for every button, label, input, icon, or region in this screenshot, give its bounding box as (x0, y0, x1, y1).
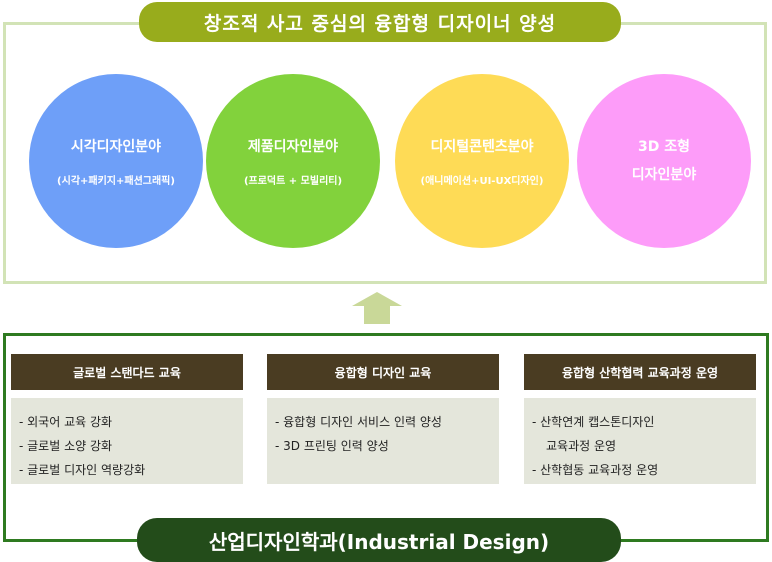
circle-label: 제품디자인분야 (247, 138, 339, 155)
circle-label: 디지털콘텐츠분야 (430, 138, 534, 155)
circle-sublabel: (프로덕트 + 모빌리티) (243, 175, 343, 187)
circle-label: 시각디자인분야 (70, 138, 162, 155)
column-body-industry: - 산학연계 캡스톤디자인 교육과정 운영 - 산학협동 교육과정 운영 (524, 398, 756, 484)
list-item: - 외국어 교육 강화 (19, 415, 113, 429)
up-arrow-icon (352, 292, 402, 324)
department-title: 산업디자인학과(Industrial Design) (137, 518, 621, 562)
list-item: 교육과정 운영 (546, 439, 617, 453)
list-item: - 산학협동 교육과정 운영 (532, 463, 659, 477)
top-title: 창조적 사고 중심의 융합형 디자이너 양성 (139, 2, 621, 42)
circle-product-design: 제품디자인분야 (프로덕트 + 모빌리티) (206, 74, 380, 248)
list-item: - 융합형 디자인 서비스 인력 양성 (275, 415, 442, 429)
circle-label-line2: 디자인분야 (631, 167, 697, 183)
column-body-convergence: - 융합형 디자인 서비스 인력 양성 - 3D 프린팅 인력 양성 (267, 398, 499, 484)
column-header-global: 글로벌 스탠다드 교육 (11, 354, 243, 390)
column-header-convergence: 융합형 디자인 교육 (267, 354, 499, 390)
circle-3d-design: 3D 조형 디자인분야 (577, 74, 751, 248)
list-item: - 3D 프린팅 인력 양성 (275, 439, 389, 453)
circle-sublabel: (애니메이션+UI-UX디자인) (420, 175, 544, 187)
column-header-industry: 융합형 산학협력 교육과정 운영 (524, 354, 756, 390)
list-item: - 글로벌 디자인 역량강화 (19, 463, 146, 477)
column-body-global: - 외국어 교육 강화 - 글로벌 소양 강화 - 글로벌 디자인 역량강화 (11, 398, 243, 484)
circle-digital-contents: 디지털콘텐츠분야 (애니메이션+UI-UX디자인) (395, 74, 569, 248)
circle-visual-design: 시각디자인분야 (시각+패키지+패션그래픽) (29, 74, 203, 248)
circle-label: 3D 조형 (638, 139, 690, 155)
list-item: - 산학연계 캡스톤디자인 (532, 415, 655, 429)
circle-sublabel: (시각+패키지+패션그래픽) (57, 175, 175, 187)
list-item: - 글로벌 소양 강화 (19, 439, 113, 453)
